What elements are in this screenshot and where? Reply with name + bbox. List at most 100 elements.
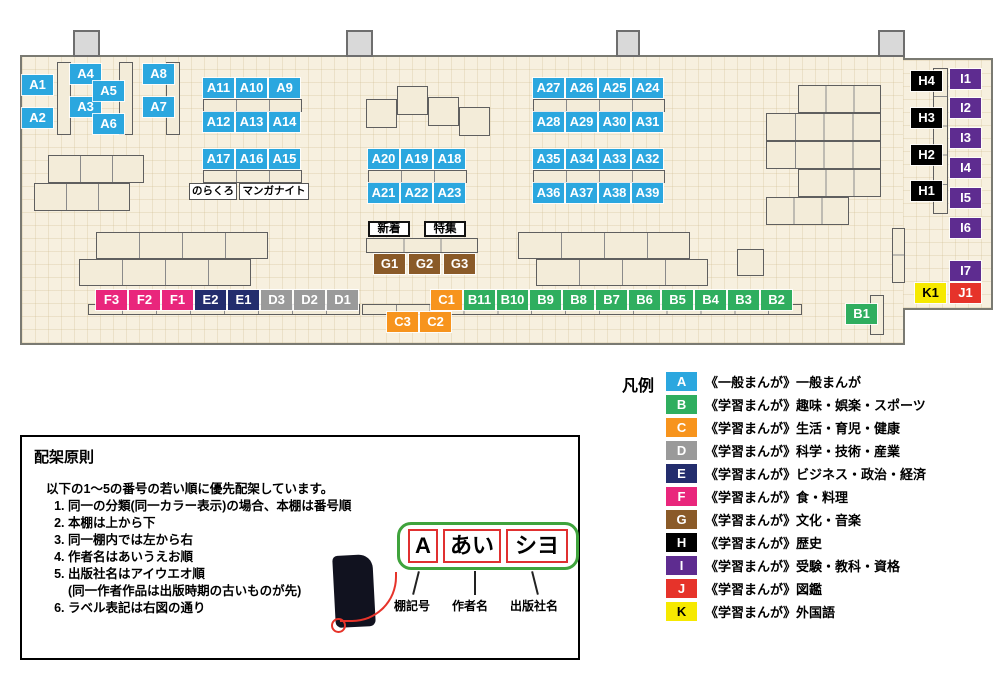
bookshelf (766, 197, 849, 225)
shelf-label: A7 (143, 97, 174, 117)
legend-color-swatch: A (666, 372, 698, 391)
shelf-label: A3 (70, 97, 101, 117)
legend-color-swatch: I (666, 556, 698, 575)
shelf-label: H4 (911, 71, 942, 91)
shelf-label: A22 (401, 183, 432, 203)
legend-color-swatch: J (666, 579, 698, 598)
shelf-label: A27 (533, 78, 564, 98)
bookshelf (366, 238, 478, 253)
shelf-label: A2 (22, 108, 53, 128)
legend-color-swatch: B (666, 395, 698, 414)
shelf-label: B5 (662, 290, 693, 310)
shelf-label: A26 (566, 78, 597, 98)
pillar (346, 30, 373, 57)
shelf-label: C2 (420, 312, 451, 332)
bookshelf (203, 170, 302, 183)
bookshelf (533, 99, 665, 112)
bookshelf (34, 183, 130, 211)
shelf-label: I6 (950, 218, 981, 238)
shelf-label: A29 (566, 112, 597, 132)
shelf-label: A5 (93, 81, 124, 101)
legend-color-swatch: D (666, 441, 698, 460)
legend-row: C 《学習まんが》生活・育児・健康 (666, 417, 926, 438)
shelf-label: A20 (368, 149, 399, 169)
principles-item: 本棚は上から下 (68, 515, 368, 532)
bookshelf (203, 99, 302, 112)
shelf-label: I3 (950, 128, 981, 148)
shelf-label: A23 (434, 183, 465, 203)
leader-line (531, 571, 539, 595)
legend-row-label: 《学習まんが》ビジネス・政治・経済 (705, 467, 927, 482)
legend-row-label: 《学習まんが》趣味・娯楽・スポーツ (705, 398, 926, 413)
legend-row: D 《学習まんが》科学・技術・産業 (666, 440, 926, 461)
bookshelf (459, 107, 490, 136)
shelf-label: A30 (599, 112, 630, 132)
principles-title: 配架原則 (34, 449, 95, 466)
bookshelf (536, 259, 708, 286)
label-pointer-curve (340, 572, 397, 622)
legend-row: K 《学習まんが》外国語 (666, 601, 926, 622)
shelf-label: B3 (728, 290, 759, 310)
shelf-label: D3 (261, 290, 292, 310)
shelf-label: G2 (409, 254, 440, 274)
shelf-label: I1 (950, 69, 981, 89)
legend-row: I 《学習まんが》受験・教科・資格 (666, 555, 926, 576)
sample-label-cell: A (408, 529, 438, 563)
bookshelf (892, 228, 905, 283)
shelf-label: A38 (599, 183, 630, 203)
bookshelf (737, 249, 764, 276)
shelf-label: マンガナイト (239, 183, 309, 200)
shelf-label: J1 (950, 283, 981, 303)
shelf-label: E1 (228, 290, 259, 310)
shelf-label: B11 (464, 290, 495, 310)
legend-row-label: 《学習まんが》文化・音楽 (705, 513, 862, 528)
shelf-label: A31 (632, 112, 663, 132)
shelf-label: のらくろ (189, 183, 237, 200)
bookshelf (428, 97, 459, 126)
principles-item: 作者名はあいうえお順 (68, 549, 368, 566)
shelf-label: C1 (431, 290, 462, 310)
shelf-label: I4 (950, 158, 981, 178)
shelf-label: A9 (269, 78, 300, 98)
shelf-label: A36 (533, 183, 564, 203)
shelf-label: A11 (203, 78, 234, 98)
shelf-label: B2 (761, 290, 792, 310)
bookshelf (366, 99, 397, 128)
bookshelf (766, 113, 881, 141)
shelf-label: A14 (269, 112, 300, 132)
legend-color-swatch: H (666, 533, 698, 552)
shelf-label: F2 (129, 290, 160, 310)
bookshelf (518, 232, 690, 259)
sample-annotation: 作者名 (452, 599, 489, 613)
bookshelf (798, 85, 881, 113)
shelf-label: H3 (911, 108, 942, 128)
shelf-label: B10 (497, 290, 528, 310)
bookshelf (368, 170, 467, 183)
shelf-label: A37 (566, 183, 597, 203)
legend-row: F 《学習まんが》食・料理 (666, 486, 926, 507)
shelf-label: A25 (599, 78, 630, 98)
principles-item: 同一棚内では左から右 (68, 532, 368, 549)
bookshelf (766, 141, 881, 169)
principles-intro: 以下の1〜5の番号の若い順に優先配架しています。 (46, 482, 334, 496)
shelf-label: A1 (22, 75, 53, 95)
shelf-label: I5 (950, 188, 981, 208)
shelf-label: A10 (236, 78, 267, 98)
sample-label-cell: あい (443, 529, 501, 563)
legend-row-label: 《学習まんが》生活・育児・健康 (705, 421, 901, 436)
shelf-label: B1 (846, 304, 877, 324)
shelf-label: A28 (533, 112, 564, 132)
shelf-label: A6 (93, 114, 124, 134)
bookshelf (933, 68, 948, 214)
leader-line (412, 571, 420, 595)
legend-row-label: 《一般まんが》一般まんが (705, 375, 862, 390)
legend-color-swatch: F (666, 487, 698, 506)
shelf-label: A18 (434, 149, 465, 169)
legend-title: 凡例 (622, 378, 655, 395)
shelf-label: G1 (374, 254, 405, 274)
shelf-label: 特集 (424, 221, 466, 237)
legend-row-label: 《学習まんが》図鑑 (705, 582, 823, 597)
shelf-label: B9 (530, 290, 561, 310)
